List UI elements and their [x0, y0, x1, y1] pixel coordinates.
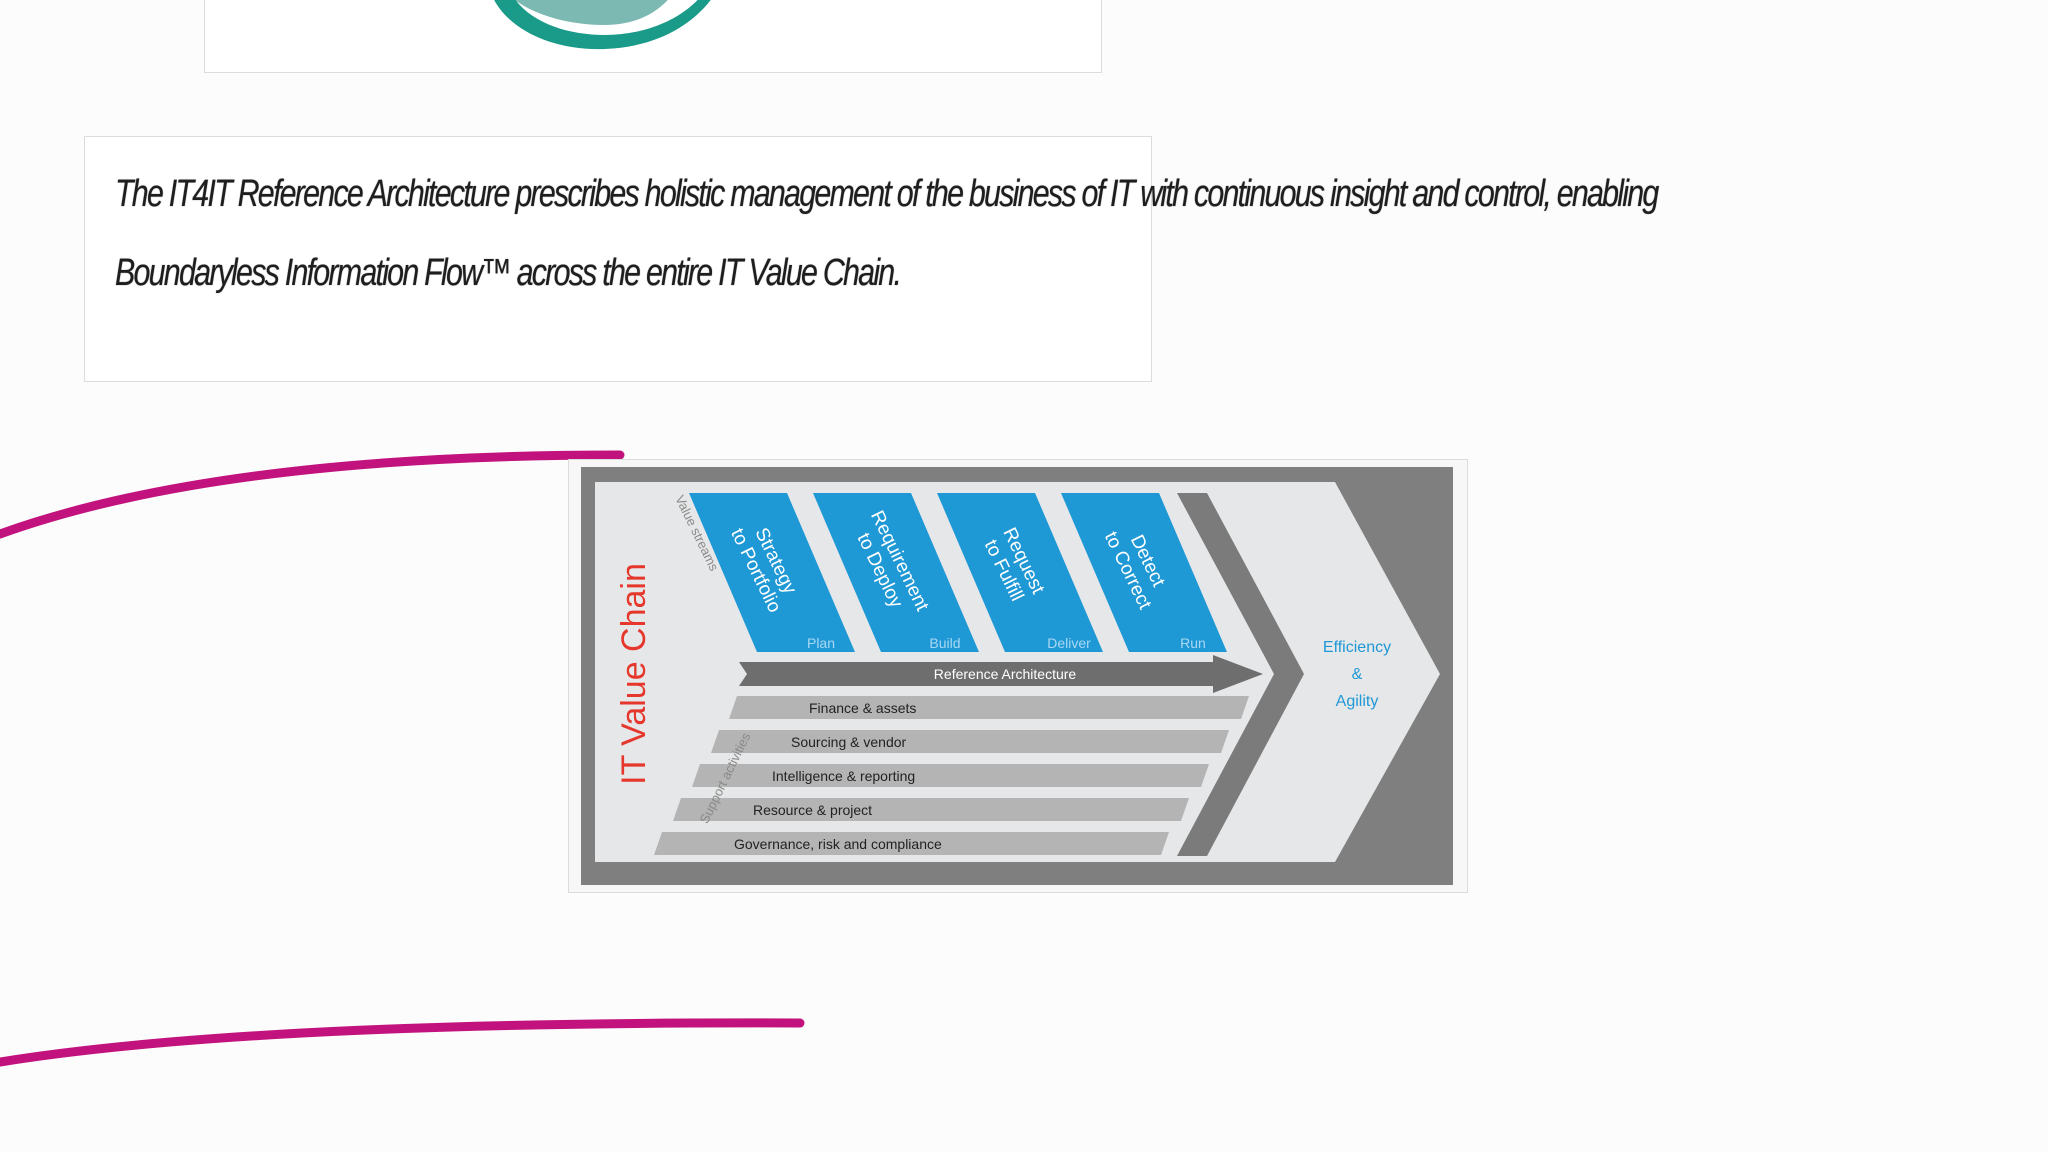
outcome-line-3: Agility: [1336, 693, 1379, 710]
logo-card: [204, 0, 1102, 73]
support-bar-5: [654, 832, 1169, 855]
stream-box-2: [813, 493, 979, 652]
reference-architecture-label: Reference Architecture: [934, 666, 1077, 682]
outcome-line-2: &: [1352, 666, 1363, 683]
support-bar-4: [673, 798, 1189, 821]
phase-label-build: Build: [929, 635, 960, 651]
support-label-1: Finance & assets: [809, 700, 916, 716]
reference-architecture-arrow: [739, 655, 1263, 693]
phase-label-run: Run: [1180, 635, 1206, 651]
support-bar-1: [729, 696, 1249, 719]
quote-line-2: Boundaryless Information Flow™ across th…: [115, 252, 902, 294]
support-label-5: Governance, risk and compliance: [734, 836, 942, 852]
support-label-2: Sourcing & vendor: [791, 734, 907, 750]
magenta-stroke-upper: [0, 450, 625, 539]
phase-label-deliver: Deliver: [1047, 635, 1091, 651]
support-label-4: Resource & project: [753, 802, 872, 818]
support-label-3: Intelligence & reporting: [772, 768, 915, 784]
swirl-logo-icon: [494, 0, 711, 50]
diagram-title: IT Value Chain: [615, 563, 653, 785]
phase-label-plan: Plan: [807, 635, 835, 651]
magenta-stroke-lower: [0, 1018, 805, 1067]
quote-card: The IT4IT Reference Architecture prescri…: [84, 136, 1659, 382]
outcome-line-1: Efficiency: [1323, 639, 1391, 656]
stream-box-3: [937, 493, 1103, 652]
quote-line-1: The IT4IT Reference Architecture prescri…: [115, 173, 1659, 215]
support-bar-3: [692, 764, 1209, 787]
stream-box-1: [689, 493, 855, 652]
diagram-chevron-band: [1177, 493, 1304, 856]
stream-box-4: [1061, 493, 1227, 652]
support-bar-2: [711, 730, 1229, 753]
it-value-chain-diagram: Strategy to Portfolio Requirement to Dep…: [568, 459, 1468, 893]
